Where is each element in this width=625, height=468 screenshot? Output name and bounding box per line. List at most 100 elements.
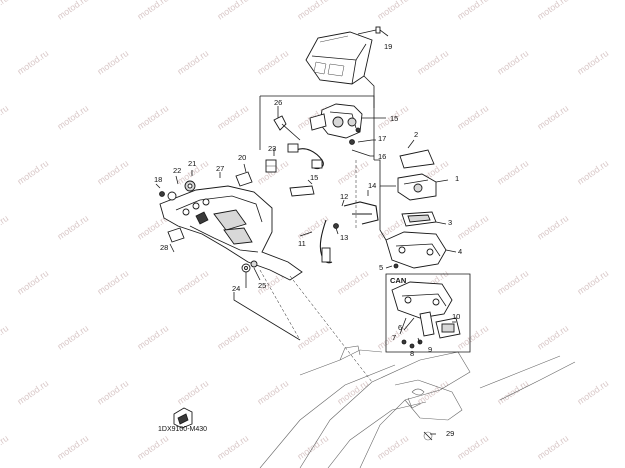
callout-7: 7 [392, 333, 396, 342]
watermark-text: motod.ru [335, 158, 370, 187]
callout-18: 18 [154, 175, 162, 184]
watermark-text: motod.ru [535, 213, 570, 242]
callout-6: 6 [398, 323, 402, 332]
front-indicator-icon [173, 407, 193, 429]
license-bracket [385, 231, 447, 269]
callout-10: 10 [452, 312, 460, 321]
callout-20: 20 [238, 153, 246, 162]
watermark-text: motod.ru [455, 213, 490, 242]
watermark-text: motod.ru [0, 213, 10, 242]
watermark-text: motod.ru [15, 48, 50, 77]
watermark-text: motod.ru [175, 378, 210, 407]
callout-29: 29 [446, 429, 454, 438]
watermark-text: motod.ru [95, 48, 130, 77]
watermark-text: motod.ru [255, 48, 290, 77]
watermark-text: motod.ru [575, 48, 610, 77]
watermark-text: motod.ru [95, 158, 130, 187]
watermark-text: motod.ru [215, 0, 250, 22]
watermark-text: motod.ru [495, 378, 530, 407]
callout-4: 4 [458, 247, 462, 256]
watermark-text: motod.ru [135, 433, 170, 462]
watermark-text: motod.ru [575, 158, 610, 187]
callout-19: 19 [384, 42, 392, 51]
watermark-text: motod.ru [535, 103, 570, 132]
watermark-text: motod.ru [0, 323, 10, 352]
watermark-text: motod.ru [95, 378, 130, 407]
can-variant-label: CAN [390, 276, 406, 285]
rear-frame [259, 345, 576, 468]
watermark-text: motod.ru [15, 158, 50, 187]
watermark-text: motod.ru [135, 323, 170, 352]
watermark-text: motod.ru [0, 103, 10, 132]
diagram-code: 1DX9100-M430 [158, 426, 208, 433]
callout-15: 15 [310, 173, 318, 182]
watermark-text: motod.ru [335, 268, 370, 297]
wiring-harness [289, 185, 379, 264]
watermark-text: motod.ru [55, 0, 90, 22]
callout-23: 23 [268, 144, 276, 153]
callout-28: 28 [160, 243, 168, 252]
watermark-text: motod.ru [295, 0, 330, 22]
watermark-text: motod.ru [15, 268, 50, 297]
watermark-text: motod.ru [535, 0, 570, 22]
watermark-text: motod.ru [455, 323, 490, 352]
watermark-text: motod.ru [215, 433, 250, 462]
callout-21: 21 [188, 159, 196, 168]
callout-25: 25 [258, 281, 266, 290]
callout-8: 8 [410, 349, 414, 358]
callout-3: 3 [448, 218, 452, 227]
watermark-text: motod.ru [575, 378, 610, 407]
callout-11: 11 [298, 239, 306, 248]
watermark-text: motod.ru [295, 323, 330, 352]
watermark-text: motod.ru [255, 378, 290, 407]
callout-22: 22 [173, 166, 181, 175]
callout-16: 16 [378, 152, 386, 161]
callout-5: 5 [379, 263, 383, 272]
watermark-text: motod.ru [495, 268, 530, 297]
watermark-text: motod.ru [455, 0, 490, 22]
watermark-text: motod.ru [0, 0, 10, 22]
callout-2: 2 [414, 130, 418, 139]
license-light-assembly [397, 149, 437, 227]
callout-15: 15 [390, 114, 398, 123]
watermark-text: motod.ru [95, 268, 130, 297]
watermark-text: motod.ru [15, 378, 50, 407]
watermark-text: motod.ru [215, 103, 250, 132]
callout-26: 26 [274, 98, 282, 107]
watermark-text: motod.ru [55, 103, 90, 132]
watermark-text: motod.ru [335, 378, 370, 407]
can-variant-box [385, 273, 471, 353]
callout-9: 9 [428, 345, 432, 354]
watermark-text: motod.ru [415, 48, 450, 77]
watermark-text: motod.ru [295, 213, 330, 242]
watermark-text: motod.ru [535, 323, 570, 352]
rear-fender [159, 171, 303, 281]
watermark-text: motod.ru [535, 433, 570, 462]
watermark-text: motod.ru [455, 433, 490, 462]
callout-12: 12 [340, 192, 348, 201]
watermark-text: motod.ru [175, 48, 210, 77]
callout-27: 27 [216, 164, 224, 173]
watermark-text: motod.ru [135, 103, 170, 132]
callout-14: 14 [368, 181, 376, 190]
callout-17: 17 [378, 134, 386, 143]
watermark-text: motod.ru [215, 323, 250, 352]
tail-light-assembly [305, 26, 381, 85]
watermark-text: motod.ru [455, 103, 490, 132]
watermark-text: motod.ru [55, 213, 90, 242]
watermark-text: motod.ru [375, 0, 410, 22]
watermark-text: motod.ru [495, 158, 530, 187]
callout-24: 24 [232, 284, 240, 293]
watermark-text: motod.ru [0, 433, 10, 462]
watermark-text: motod.ru [175, 268, 210, 297]
watermark-text: motod.ru [55, 323, 90, 352]
watermark-text: motod.ru [575, 268, 610, 297]
watermark-text: motod.ru [55, 433, 90, 462]
leader-lines [155, 29, 457, 435]
watermark-text: motod.ru [135, 0, 170, 22]
watermark-text: motod.ru [495, 48, 530, 77]
callout-13: 13 [340, 233, 348, 242]
